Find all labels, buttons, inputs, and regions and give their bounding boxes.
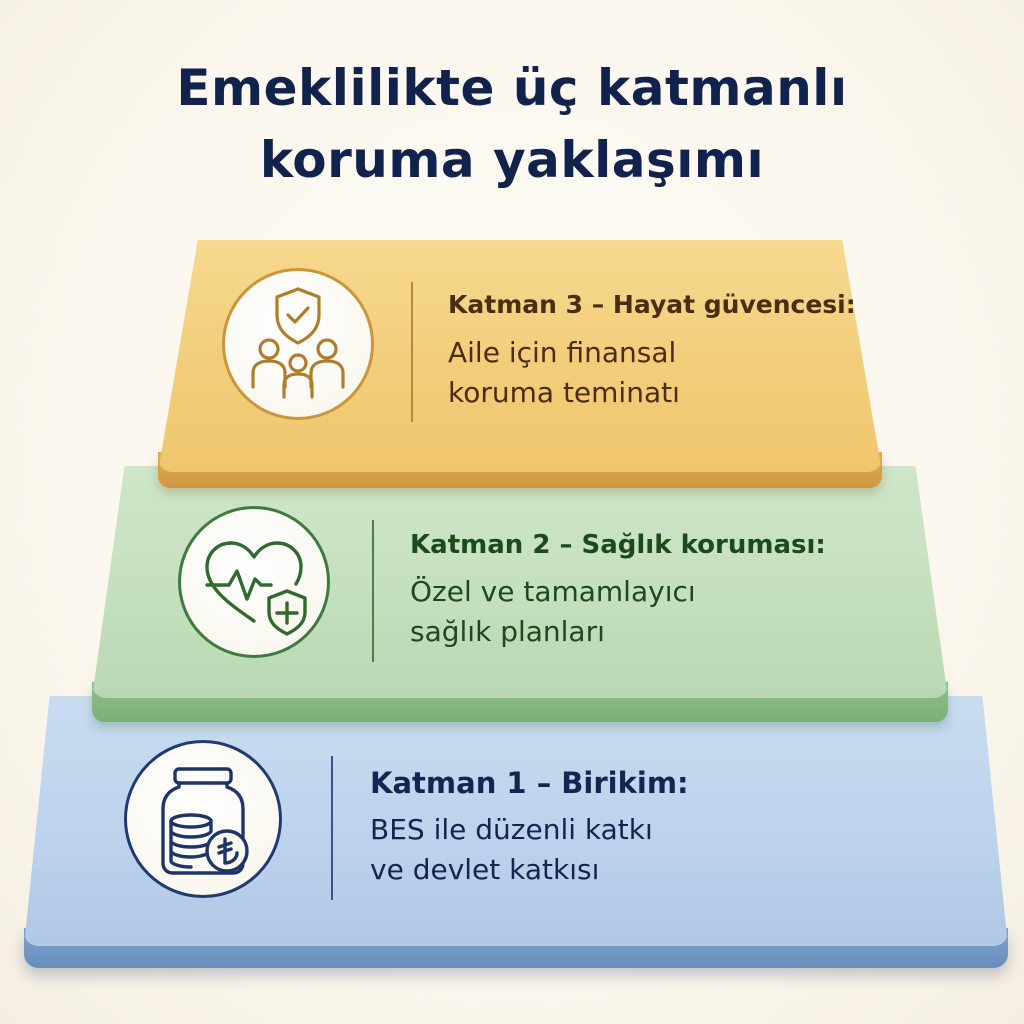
layer-1-heading: Katman 1 – Birikim: [370,766,689,800]
layer-1-desc-line-2: ve devlet katkısı [370,853,600,886]
title-line-2: koruma yaklaşımı [259,131,765,189]
page-title: Emeklilikte üç katmanlı koruma yaklaşımı [0,52,1024,196]
layer-1-desc-line-1: BES ile düzenli katkı [370,813,653,846]
title-line-1: Emeklilikte üç katmanlı [176,59,848,117]
layer-1-edge [24,928,1008,968]
layer-3-desc-line-2: koruma teminatı [448,376,680,409]
family-shield-icon [222,268,374,420]
layer-2-heading: Katman 2 – Sağlık koruması: [410,530,826,560]
layer-3-heading: Katman 3 – Hayat güvencesi: [448,290,856,319]
layer-1-divider [331,756,333,900]
layer-2-desc-line-2: sağlık planları [410,615,605,648]
layer-1-text: Katman 1 – Birikim: BES ile düzenli katk… [370,766,689,890]
layer-3-text: Katman 3 – Hayat güvencesi: Aile için fi… [448,290,856,413]
layer-2-text: Katman 2 – Sağlık koruması: Özel ve tama… [410,530,826,652]
layer-2-divider [372,520,374,662]
layer-2-desc-line-1: Özel ve tamamlayıcı [410,575,696,608]
layer-3-desc-line-1: Aile için finansal [448,336,677,369]
savings-jar-lira-icon [124,740,282,898]
heart-health-shield-icon [178,506,330,658]
layer-3-divider [411,282,413,422]
